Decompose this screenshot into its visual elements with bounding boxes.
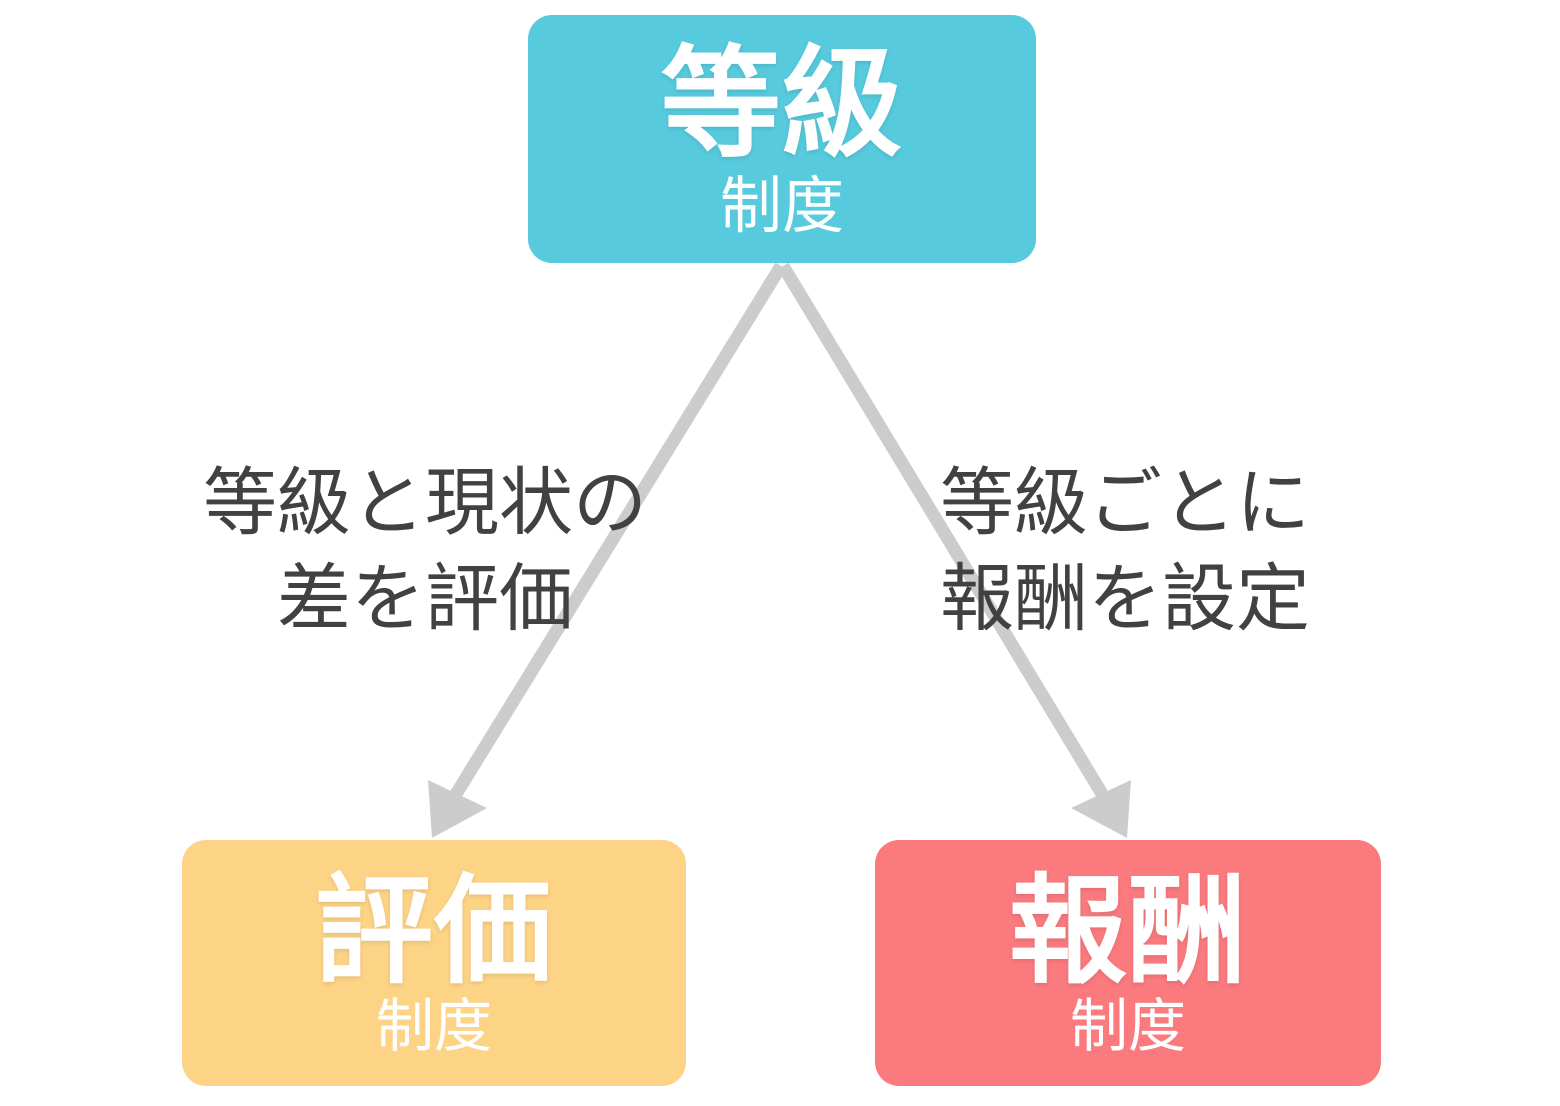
node-evaluation-subtitle: 制度 <box>375 992 492 1061</box>
node-grade-title: 等級 <box>660 34 904 174</box>
arrowhead-left-icon <box>428 780 487 838</box>
node-reward-subtitle: 制度 <box>1069 992 1186 1061</box>
node-evaluation-system[interactable]: 評価 制度 <box>182 840 686 1086</box>
edge-line-left <box>439 262 787 816</box>
node-evaluation-title: 評価 <box>314 861 554 1000</box>
node-grade-system[interactable]: 等級 制度 <box>528 15 1036 263</box>
edge-grade-to-reward <box>777 262 1131 838</box>
edge-label-right-line-1: 等級ごとに <box>940 460 1310 546</box>
edge-label-grade-to-reward: 等級ごとに 報酬を設定 <box>880 455 1370 647</box>
edge-label-left-line-2: 差を評価 <box>277 556 573 643</box>
edge-grade-to-evaluation <box>428 262 787 838</box>
arrowhead-right-icon <box>1071 780 1131 838</box>
edge-label-right-line-2: 報酬を設定 <box>940 556 1310 643</box>
edge-label-left-line-1: 等級と現状の <box>203 460 647 546</box>
node-reward-title: 報酬 <box>1008 861 1248 1000</box>
node-reward-system[interactable]: 報酬 制度 <box>875 840 1381 1086</box>
node-grade-subtitle: 制度 <box>719 169 844 243</box>
edge-label-grade-to-evaluation: 等級と現状の 差を評価 <box>150 455 700 647</box>
edge-line-right <box>777 262 1119 816</box>
